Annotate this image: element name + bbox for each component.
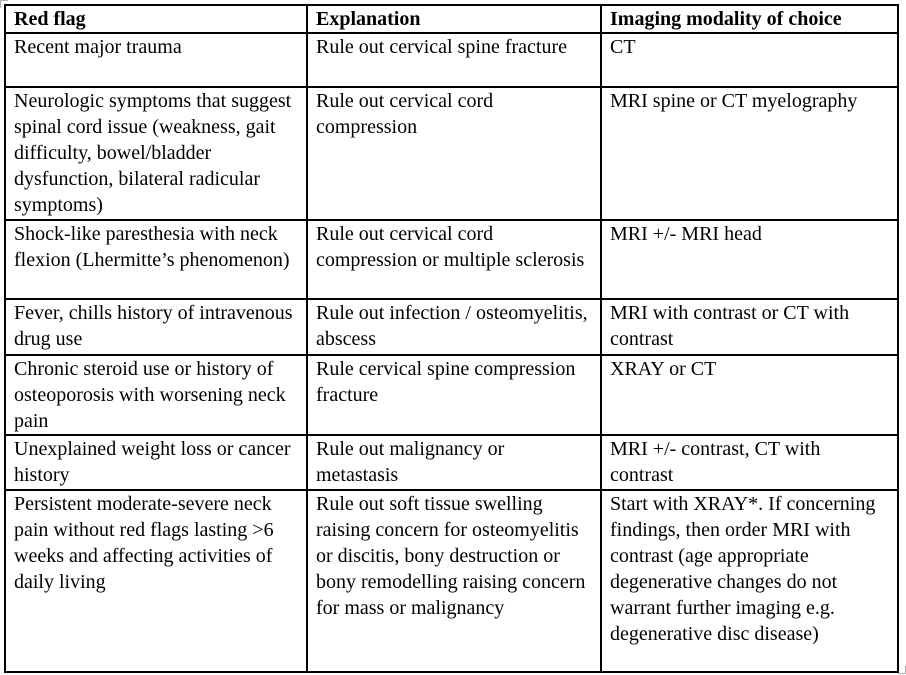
table-row-persistent-pain: Persistent moderate-severe neck pain wit…: [4, 489, 899, 673]
cell-red-flag: Persistent moderate-severe neck pain wit…: [4, 489, 308, 673]
column-header-red-flag: Red flag: [4, 4, 308, 34]
cell-red-flag: Unexplained weight loss or cancer histor…: [4, 434, 308, 491]
cell-imaging-modality: MRI spine or CT myelography: [600, 86, 899, 221]
red-flags-imaging-table: Red flag Explanation Imaging modality of…: [4, 4, 899, 673]
column-header-imaging-modality: Imaging modality of choice: [600, 4, 899, 34]
cell-red-flag: Fever, chills history of intravenous dru…: [4, 298, 308, 356]
table-row-trauma: Recent major trauma Rule out cervical sp…: [4, 32, 899, 88]
cell-explanation: Rule out cervical spine fracture: [306, 32, 602, 88]
cell-imaging-modality: XRAY or CT: [600, 354, 899, 436]
table-row-fever-infection: Fever, chills history of intravenous dru…: [4, 298, 899, 356]
cell-red-flag: Neurologic symptoms that suggest spinal …: [4, 86, 308, 221]
table-row-neurologic-symptoms: Neurologic symptoms that suggest spinal …: [4, 86, 899, 221]
cell-explanation: Rule out cervical cord compression or mu…: [306, 219, 602, 300]
cell-red-flag: Recent major trauma: [4, 32, 308, 88]
cell-imaging-modality: MRI +/- contrast, CT with contrast: [600, 434, 899, 491]
table-row-steroid-osteoporosis: Chronic steroid use or history of osteop…: [4, 354, 899, 436]
page-corner-mark-top-left: [0, 0, 8, 8]
cell-red-flag: Shock-like paresthesia with neck flexion…: [4, 219, 308, 300]
cell-imaging-modality: MRI with contrast or CT with contrast: [600, 298, 899, 356]
cell-imaging-modality: Start with XRAY*. If concerning findings…: [600, 489, 899, 673]
cell-red-flag: Chronic steroid use or history of osteop…: [4, 354, 308, 436]
page-corner-mark-bottom-right: [898, 666, 906, 674]
cell-explanation: Rule out infection / osteomyelitis, absc…: [306, 298, 602, 356]
cell-imaging-modality: CT: [600, 32, 899, 88]
cell-imaging-modality: MRI +/- MRI head: [600, 219, 899, 300]
cell-explanation: Rule out soft tissue swelling raising co…: [306, 489, 602, 673]
cell-explanation: Rule out cervical cord compression: [306, 86, 602, 221]
table-header-row: Red flag Explanation Imaging modality of…: [4, 4, 899, 34]
table-row-weight-loss-cancer: Unexplained weight loss or cancer histor…: [4, 434, 899, 491]
column-header-explanation: Explanation: [306, 4, 602, 34]
cell-explanation: Rule cervical spine compression fracture: [306, 354, 602, 436]
cell-explanation: Rule out malignancy or metastasis: [306, 434, 602, 491]
table-row-lhermitte: Shock-like paresthesia with neck flexion…: [4, 219, 899, 300]
